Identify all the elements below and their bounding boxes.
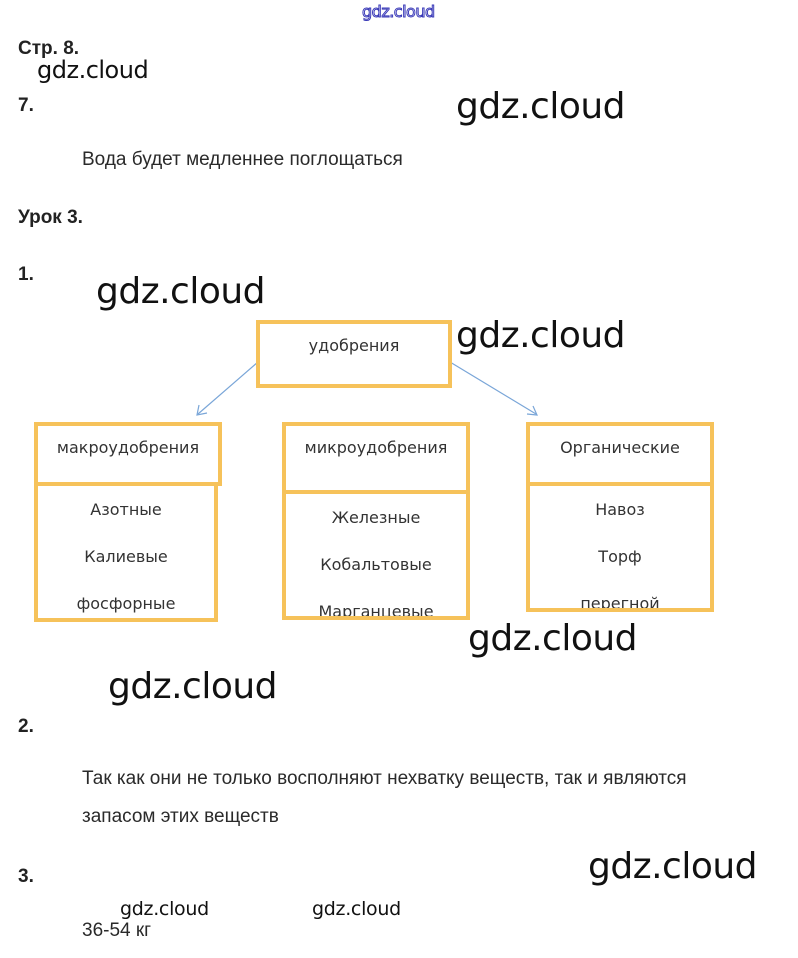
task7-number: 7. xyxy=(18,95,34,116)
arrowhead-right xyxy=(526,405,538,416)
diagram-item: Торф xyxy=(598,547,642,566)
watermark: gdz.cloud xyxy=(96,271,266,312)
watermark: gdz.cloud xyxy=(312,898,401,920)
diagram-group-title: Органические xyxy=(560,438,680,457)
arrowhead-left xyxy=(196,404,208,416)
diagram-item: Кобальтовые xyxy=(320,555,432,574)
watermark: gdz.cloud xyxy=(108,666,278,707)
page-label: Стр. 8. xyxy=(18,38,80,59)
diagram-root-box: удобрения xyxy=(256,320,452,388)
task1-number: 1. xyxy=(18,264,34,285)
diagram-group-body: Навоз Торф перегной xyxy=(526,482,714,612)
diagram-item: Марганцевые xyxy=(318,602,434,620)
watermark: gdz.cloud xyxy=(468,618,638,659)
diagram-group-title: микроудобрения xyxy=(304,438,448,457)
arrow-right xyxy=(449,361,537,415)
arrow-left xyxy=(197,361,259,415)
watermark-top: gdz.cloud xyxy=(362,2,436,22)
diagram-group-title: макроудобрения xyxy=(56,438,200,457)
watermark: gdz.cloud xyxy=(456,315,626,356)
diagram-group-body: Азотные Калиевые фосфорные xyxy=(34,482,218,622)
watermark: gdz.cloud xyxy=(456,86,626,127)
diagram-item: фосфорные xyxy=(76,594,176,613)
diagram-group-header: микроудобрения xyxy=(282,422,470,494)
diagram-item: Калиевые xyxy=(84,547,168,566)
watermark: gdz.cloud xyxy=(120,898,209,920)
task2-answer-line1: Так как они не только восполняют нехватк… xyxy=(82,768,687,789)
diagram-group-header: Органические xyxy=(526,422,714,486)
task3-number: 3. xyxy=(18,866,34,887)
task3-answer: 36-54 кг xyxy=(82,920,152,941)
lesson-heading: Урок 3. xyxy=(18,207,83,228)
diagram-item: перегной xyxy=(580,594,660,612)
task7-answer: Вода будет медленнее поглощаться xyxy=(82,149,403,170)
task2-answer-line2: запасом этих веществ xyxy=(82,806,279,827)
diagram-item: Навоз xyxy=(595,500,645,519)
diagram-group-header: макроудобрения xyxy=(34,422,222,486)
task2-number: 2. xyxy=(18,716,34,737)
diagram-item: Азотные xyxy=(90,500,162,519)
watermark: gdz.cloud xyxy=(37,56,149,84)
diagram-root-label: удобрения xyxy=(308,336,400,355)
watermark: gdz.cloud xyxy=(588,846,758,887)
diagram-item: Железные xyxy=(331,508,421,527)
diagram-group-body: Железные Кобальтовые Марганцевые xyxy=(282,490,470,620)
